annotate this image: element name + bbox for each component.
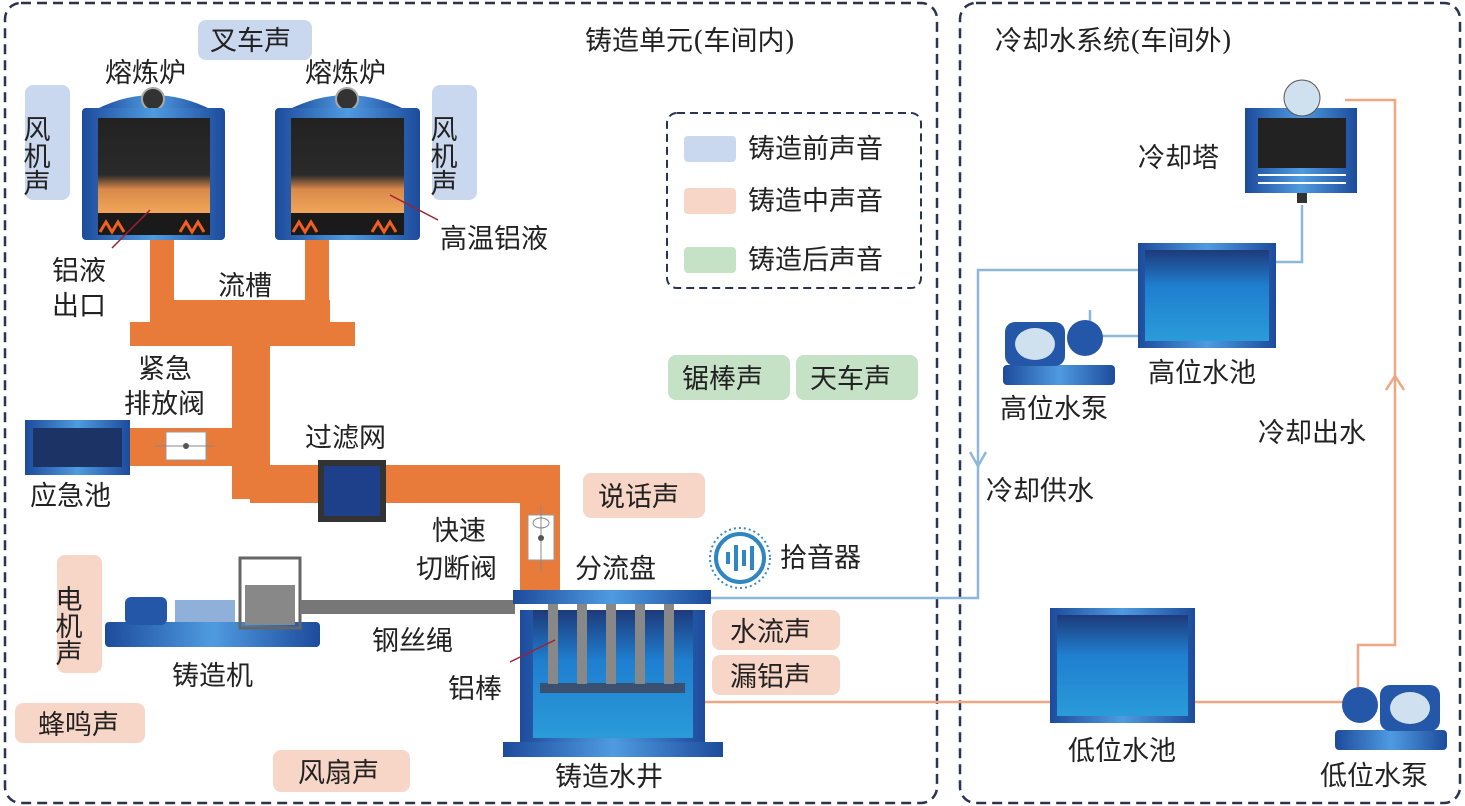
supply-arrow-icon bbox=[968, 451, 988, 469]
quick-valve-label-2: 切断阀 bbox=[416, 554, 497, 585]
wire-rope-label: 钢丝绳 bbox=[372, 626, 453, 657]
emergency-valve-label: 紧急 bbox=[138, 354, 192, 385]
sound-tag-fan-right: 风机声 bbox=[426, 85, 477, 200]
high-pool bbox=[1138, 243, 1276, 348]
legend-swatch-during bbox=[684, 188, 736, 214]
svg-text:风扇声: 风扇声 bbox=[298, 758, 379, 789]
svg-text:风机声: 风机声 bbox=[19, 115, 51, 196]
high-pump-label: 高位水泵 bbox=[1000, 394, 1108, 425]
svg-text:蜂鸣声: 蜂鸣声 bbox=[38, 710, 119, 741]
low-pool bbox=[1050, 608, 1195, 723]
low-pool-label: 低位水池 bbox=[1068, 736, 1176, 767]
svg-text:漏铝声: 漏铝声 bbox=[730, 662, 811, 693]
furnace-right-label: 熔炼炉 bbox=[305, 58, 386, 89]
pointer-line bbox=[389, 194, 439, 221]
svg-text:锯棒声: 锯棒声 bbox=[682, 364, 763, 395]
furnace-lid-icon bbox=[141, 87, 165, 111]
quick-valve-icon bbox=[527, 505, 555, 572]
sound-tag-fan: 风扇声 bbox=[273, 750, 410, 792]
low-pump-label: 低位水泵 bbox=[1320, 761, 1428, 792]
emergency-valve-label-2: 排放阀 bbox=[124, 389, 205, 420]
launder-label: 流槽 bbox=[218, 271, 272, 302]
sound-tag-forklift: 叉车声 bbox=[198, 20, 312, 60]
svg-text:水流声: 水流声 bbox=[730, 617, 811, 648]
microphone-icon bbox=[709, 527, 771, 589]
furnace-right bbox=[275, 87, 420, 240]
cooling-supply-line bbox=[711, 268, 1138, 600]
cooling-tower-label: 冷却塔 bbox=[1138, 143, 1219, 174]
casting-machine bbox=[105, 556, 320, 647]
microphone-label: 拾音器 bbox=[780, 543, 861, 574]
outlet-label-2: 出口 bbox=[52, 291, 106, 322]
molten-aluminum-label: 高温铝液 bbox=[440, 224, 548, 255]
casting-well-label: 铸造水井 bbox=[555, 762, 663, 793]
aluminum-rod-label: 铝棒 bbox=[448, 674, 502, 705]
furnace-lid-icon bbox=[335, 87, 359, 111]
legend-label-after: 铸造后声音 bbox=[748, 245, 883, 276]
sound-tag-motor: 电机声 bbox=[51, 555, 102, 673]
cooling-system-title: 冷却水系统(车间外) bbox=[995, 26, 1232, 57]
legend-label-before: 铸造前声音 bbox=[748, 134, 883, 165]
high-pump bbox=[1003, 320, 1115, 385]
legend-swatch-after bbox=[684, 247, 736, 273]
cooling-tower bbox=[1245, 79, 1357, 203]
casting-machine-label: 铸造机 bbox=[172, 661, 253, 692]
svg-text:电机声: 电机声 bbox=[51, 585, 83, 666]
emergency-pool-label: 应急池 bbox=[30, 481, 111, 512]
emergency-valve-icon bbox=[155, 431, 215, 461]
svg-text:风机声: 风机声 bbox=[426, 115, 458, 196]
tower-to-pool-line bbox=[1276, 205, 1304, 264]
sound-tag-water-flow: 水流声 bbox=[712, 610, 840, 650]
casting-unit-border bbox=[3, 1, 939, 805]
fan-icon bbox=[1283, 79, 1321, 117]
furnace-left-label: 熔炼炉 bbox=[105, 58, 186, 89]
sound-tag-crane: 天车声 bbox=[796, 355, 918, 400]
cooling-system-border bbox=[958, 1, 1462, 805]
pointer-line bbox=[509, 639, 556, 663]
return-arrow-icon bbox=[1384, 373, 1406, 391]
svg-text:叉车声: 叉车声 bbox=[210, 26, 291, 57]
distributor-label: 分流盘 bbox=[575, 554, 656, 585]
casting-unit-title: 铸造单元(车间内) bbox=[585, 26, 795, 57]
outlet-label: 铝液 bbox=[52, 256, 106, 287]
legend-label-during: 铸造中声音 bbox=[748, 186, 883, 217]
wire-rope bbox=[300, 600, 515, 614]
pointer-line bbox=[111, 209, 151, 249]
filter-label: 过滤网 bbox=[305, 423, 386, 454]
sound-tag-fan-left: 风机声 bbox=[19, 85, 70, 200]
sound-tag-talking: 说话声 bbox=[583, 473, 705, 518]
casting-well bbox=[503, 590, 723, 757]
legend-swatch-before bbox=[684, 136, 736, 162]
svg-text:说话声: 说话声 bbox=[598, 482, 679, 513]
low-pump bbox=[1335, 685, 1447, 750]
cooling-return-label: 冷却出水 bbox=[1258, 418, 1366, 449]
svg-text:天车声: 天车声 bbox=[810, 364, 891, 395]
cooling-supply-label: 冷却供水 bbox=[986, 476, 1094, 507]
sound-tag-sawing: 锯棒声 bbox=[668, 355, 790, 400]
quick-valve-label: 快速 bbox=[432, 516, 486, 547]
furnace-left bbox=[82, 87, 225, 240]
high-pool-label: 高位水池 bbox=[1148, 358, 1256, 389]
sound-tag-aluminum-leak: 漏铝声 bbox=[712, 655, 840, 695]
legend: 铸造前声音 铸造中声音 铸造后声音 bbox=[666, 112, 922, 289]
sound-tag-buzzer: 蜂鸣声 bbox=[15, 703, 145, 743]
